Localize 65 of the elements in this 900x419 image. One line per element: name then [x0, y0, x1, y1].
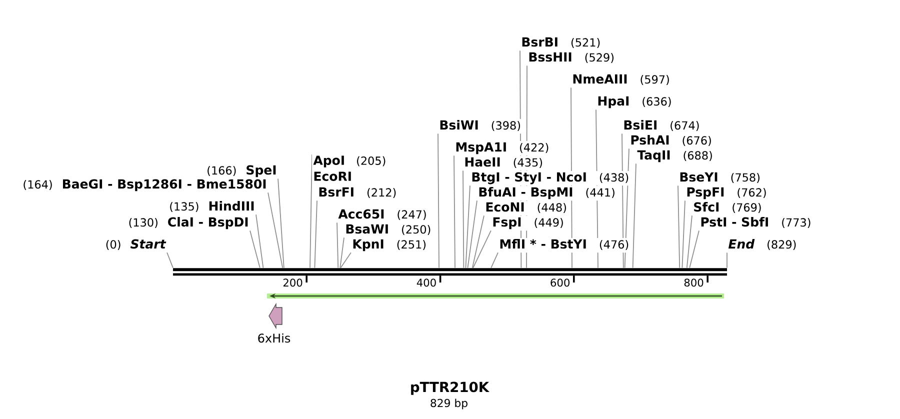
leader-line: [314, 200, 318, 268]
enzyme-label: TaqII (688): [637, 150, 712, 162]
enzyme-label: (130) ClaI - BspDI: [129, 217, 248, 230]
enzyme-label: BsrFI (212): [319, 187, 396, 198]
enzyme-label: (135) HindIII: [170, 201, 254, 212]
leader-line: [340, 252, 352, 268]
enzyme-label: BfuAI - BspMI (441): [479, 187, 614, 200]
enzyme-label: Acc65I (247): [338, 209, 426, 220]
enzyme-label: BsaWI (250): [346, 224, 430, 235]
leader-line: [465, 185, 470, 268]
enzyme-label: KpnI (251): [353, 239, 426, 252]
leader-line: [678, 185, 680, 268]
enzyme-label: EcoNI (448): [486, 202, 566, 213]
leader-line: [256, 214, 264, 268]
dna-backbone: [173, 268, 727, 276]
enzyme-label: FspI (449): [493, 217, 563, 230]
leader-line: [438, 133, 440, 268]
enzyme-label: BseYI (758): [680, 172, 760, 183]
sequence-end-label: End (829): [728, 239, 796, 250]
leader-line: [682, 200, 686, 268]
leader-line: [596, 109, 598, 268]
enzyme-label: BsiEI (674): [624, 120, 699, 131]
enzyme-label: MspA1I (422): [456, 142, 548, 154]
leader-line: [520, 50, 522, 268]
enzyme-label: SfcI (769): [694, 202, 761, 213]
leader-line: [526, 65, 528, 268]
leader-line: [454, 155, 456, 268]
enzyme-label: BsiWI (398): [440, 120, 520, 131]
leader-line: [310, 154, 312, 268]
enzyme-label: BtgI - StyI - NcoI (438): [472, 172, 628, 184]
enzyme-label: HaeII (435): [465, 157, 542, 168]
leader-line: [472, 215, 484, 268]
enzyme-label: ApoI (205) EcoRI: [313, 156, 386, 181]
scale-label: 200: [283, 278, 302, 287]
map-title: pTTR210K: [411, 382, 490, 395]
enzyme-label: MflI * - BstYI (476): [500, 239, 628, 250]
leader-line: [686, 215, 692, 268]
enzyme-label: (164) BaeGI - Bsp1286I - Bme1580I: [24, 179, 266, 192]
enzyme-label: (166) SpeI: [208, 165, 276, 178]
enzyme-label: PstI - SbfI (773): [701, 217, 810, 228]
leader-line: [166, 252, 174, 268]
enzyme-label: PshAI (676): [631, 135, 711, 146]
enzyme-label: BssHII (529): [529, 52, 614, 63]
leader-line: [622, 133, 624, 268]
sequence-end-label: (0) Start: [106, 239, 166, 250]
leader-line: [472, 230, 492, 268]
leader-line: [336, 222, 339, 268]
leader-line: [632, 163, 636, 268]
feature-name: 6xHis: [258, 333, 290, 343]
enzyme-label: PspFI (762): [687, 187, 766, 200]
leader-line: [340, 237, 344, 268]
leader-line: [268, 192, 284, 268]
sequence-length: 829 bp: [430, 398, 468, 410]
enzyme-label: NmeAIII (597): [573, 74, 669, 85]
leader-line: [570, 87, 572, 268]
leader-line: [462, 170, 464, 268]
leader-line: [689, 230, 700, 268]
leader-line: [726, 252, 728, 268]
leader-line: [467, 200, 478, 268]
leader-line: [278, 178, 284, 268]
leader-line: [624, 148, 630, 268]
leader-line: [490, 252, 498, 268]
enzyme-label: HpaI (636): [598, 96, 671, 108]
enzyme-label: BsrBI (521): [522, 37, 600, 48]
leader-line: [250, 230, 260, 268]
